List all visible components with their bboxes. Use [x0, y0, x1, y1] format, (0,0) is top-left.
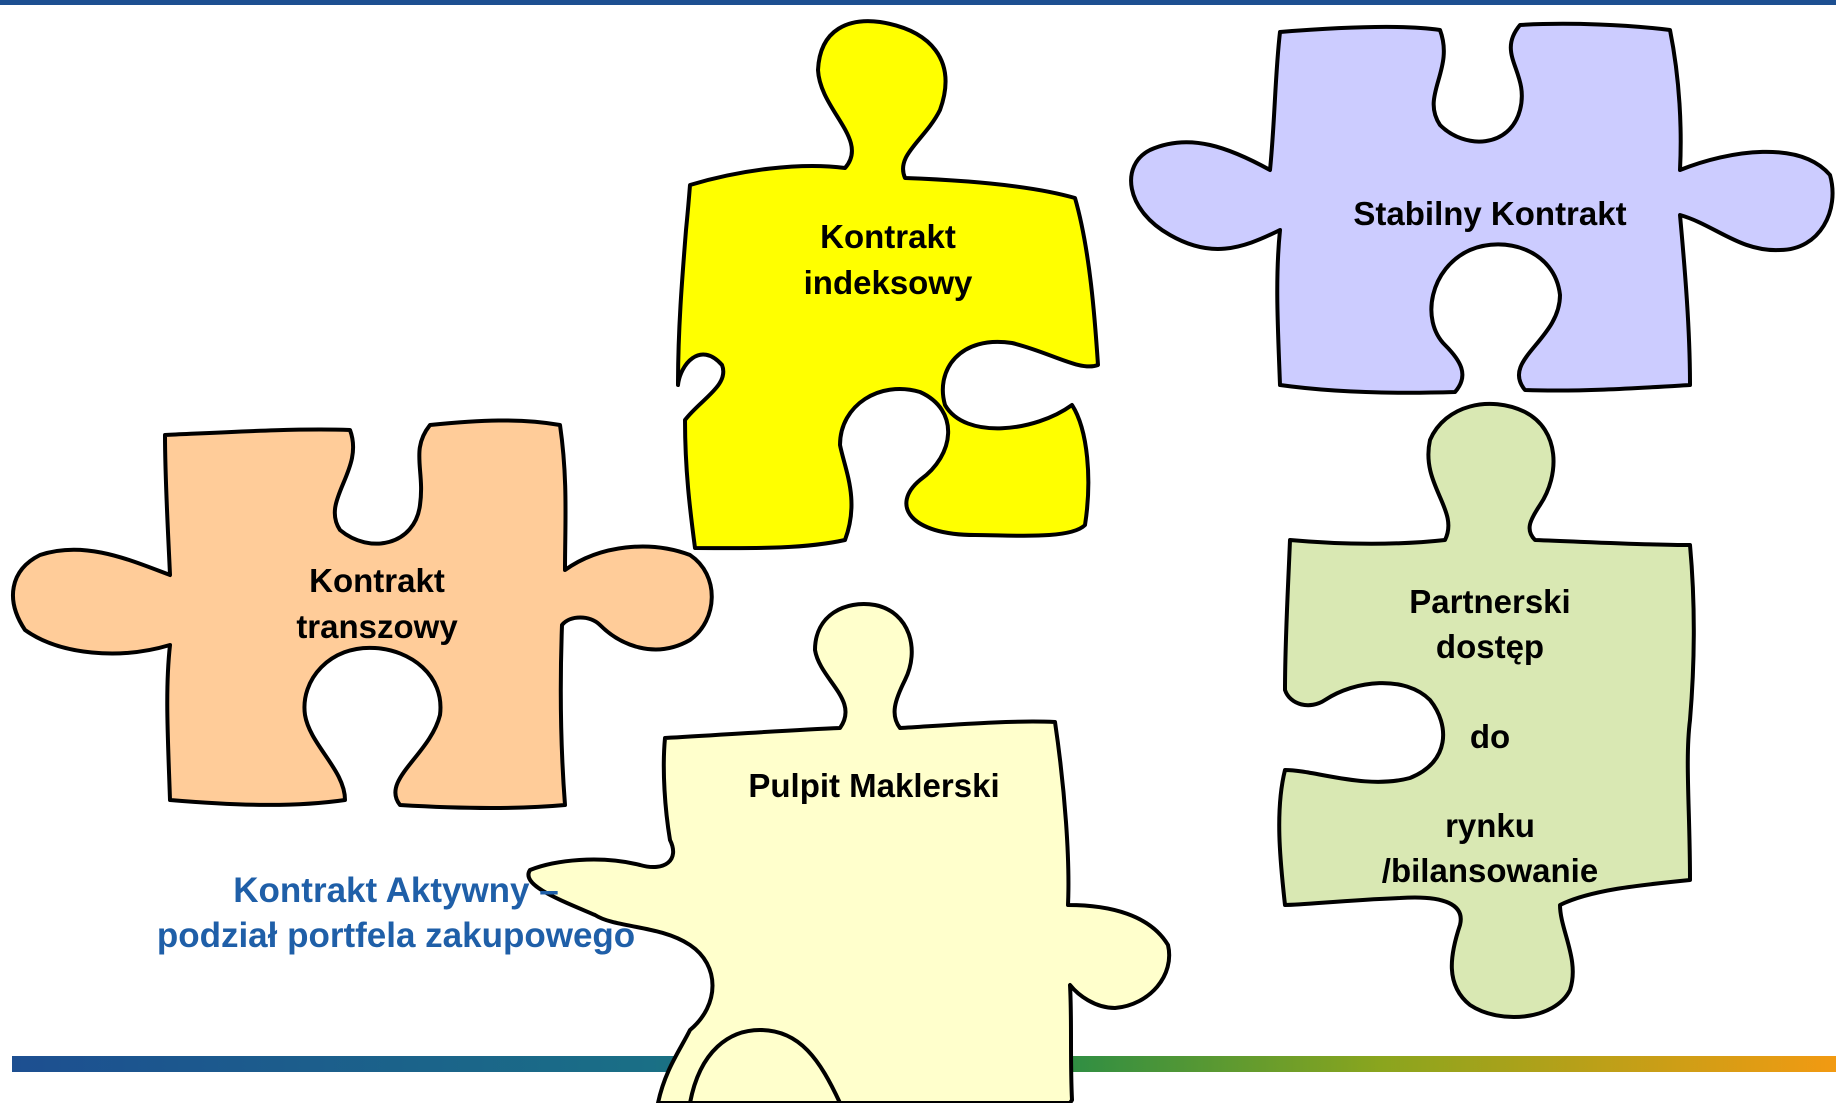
puzzle-shape-partner [1277, 401, 1696, 1019]
caption-line: Kontrakt Aktywny – [233, 871, 558, 910]
caption-line: podział portfela zakupowego [157, 916, 635, 955]
partner-label-line: dostęp [1436, 628, 1544, 665]
tranche-label: Kontrakt transzowy [296, 562, 458, 645]
puzzle-piece-desk: Pulpit Maklerski [526, 602, 1172, 1103]
desk-label-line: Pulpit Maklerski [748, 767, 999, 804]
tranche-label-line: transzowy [296, 608, 458, 645]
partner-label-line: Partnerski [1409, 583, 1570, 620]
top-rule [0, 0, 1836, 5]
puzzle-shape-desk [526, 602, 1172, 1103]
index-label-line: indeksowy [804, 264, 973, 301]
stable-label: Stabilny Kontrakt [1353, 195, 1626, 232]
diagram-caption: Kontrakt Aktywny – podział portfela zakup… [157, 871, 635, 955]
puzzle-piece-tranche: Kontrakt transzowy [11, 418, 714, 811]
puzzle-piece-partner: Partnerski dostęp do rynku/bilansowanie [1277, 401, 1696, 1019]
partner-label-line: rynku [1445, 807, 1535, 844]
puzzle-piece-index: Kontrakt indeksowy [676, 19, 1100, 551]
tranche-label-line: Kontrakt [309, 562, 445, 599]
puzzle-shape-index [676, 19, 1100, 551]
stable-label-line: Stabilny Kontrakt [1353, 195, 1626, 232]
puzzle-piece-stable: Stabilny Kontrakt [1129, 21, 1835, 395]
puzzle-shape-tranche [11, 418, 714, 811]
index-label: Kontrakt indeksowy [804, 218, 973, 301]
partner-label-line: do [1470, 718, 1510, 755]
index-label-line: Kontrakt [820, 218, 956, 255]
partner-label: Partnerski dostęp do rynku/bilansowanie [1382, 583, 1598, 889]
desk-label: Pulpit Maklerski [748, 767, 999, 804]
partner-label-line: /bilansowanie [1382, 852, 1598, 889]
puzzle-shape-stable [1129, 21, 1835, 395]
desk-lower-socket [688, 1027, 842, 1103]
